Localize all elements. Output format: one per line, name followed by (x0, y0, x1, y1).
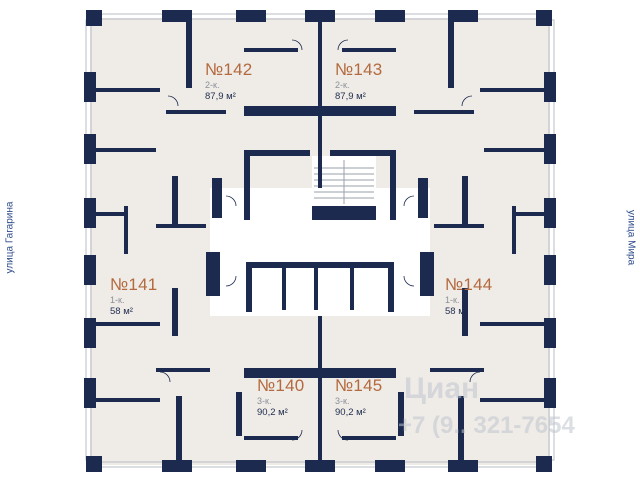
apartment-141-label: №141 1-к. 58 м² (110, 276, 157, 317)
apartment-140-label: №140 3-к. 90,2 м² (257, 377, 304, 418)
apartment-142-label: №142 2-к. 87,9 м² (205, 61, 252, 102)
walls (84, 10, 556, 472)
apartment-type: 2-к. (335, 80, 350, 90)
apartment-area: 90,2 м² (257, 407, 288, 418)
apartment-area: 87,9 м² (335, 91, 366, 102)
watermark-brand: Циан (404, 372, 480, 405)
apartment-number: №141 (110, 275, 158, 294)
apartment-143-label: №143 2-к. 87,9 м² (335, 61, 382, 102)
apartment-number: №143 (335, 60, 383, 79)
apartment-number: №142 (205, 60, 253, 79)
apartment-type: 2-к. (205, 80, 220, 90)
apartment-type: 3-к. (335, 396, 350, 406)
street-label-right: улица Мира (625, 209, 637, 266)
apartment-number: №144 (445, 275, 493, 294)
apartment-number: №145 (335, 376, 383, 395)
apartment-area: 90,2 м² (335, 407, 366, 418)
apartment-area: 87,9 м² (205, 91, 236, 102)
apartment-number: №140 (257, 376, 305, 395)
apartment-144-label: №144 1-к. 58 м² (445, 276, 492, 317)
apartment-type: 3-к. (257, 396, 272, 406)
watermark-phone: +7 (9.. 321-7654 (398, 412, 575, 439)
apartment-type: 1-к. (110, 295, 125, 305)
apartment-145-label: №145 3-к. 90,2 м² (335, 377, 382, 418)
apartment-type: 1-к. (445, 295, 460, 305)
apartment-area: 58 м² (110, 306, 133, 317)
stair-steps (314, 160, 374, 204)
door-swings (159, 39, 481, 441)
street-label-left: улица Гагарина (4, 201, 16, 274)
apartment-area: 58 м² (445, 306, 468, 317)
